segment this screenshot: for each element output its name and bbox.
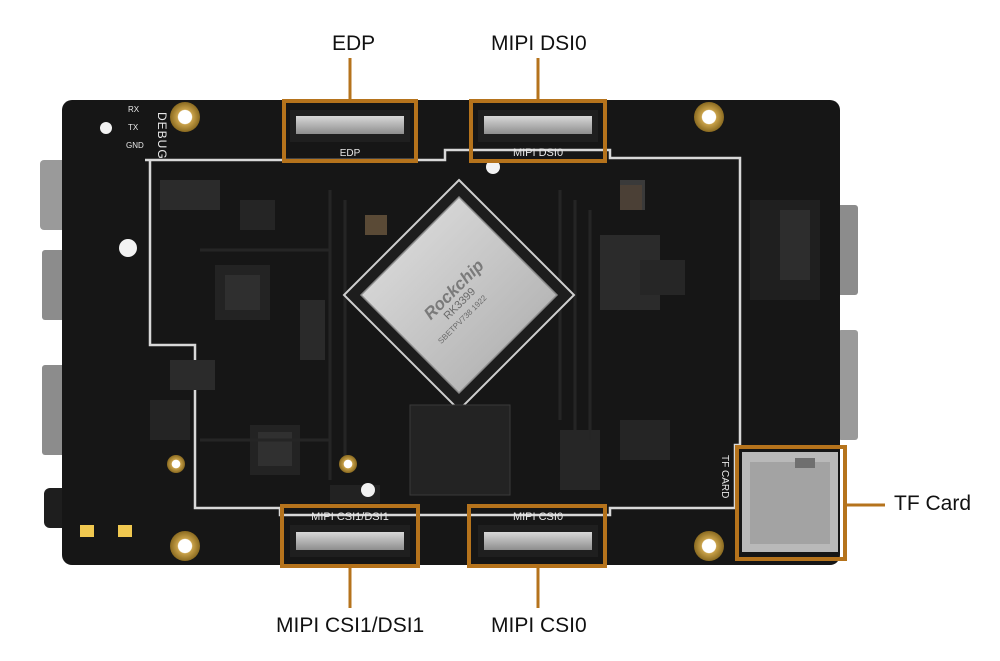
connector-mipi-dsi0: MIPI DSI0 bbox=[478, 110, 598, 159]
tf-card-slot: TF CARD bbox=[719, 452, 838, 552]
highlight-tf-card bbox=[735, 445, 847, 561]
mounting-hole-top-right bbox=[694, 102, 724, 132]
led-right bbox=[118, 525, 132, 537]
silk-edp: EDP bbox=[340, 148, 361, 159]
leader-lines bbox=[348, 58, 885, 608]
silk-mipi-csi0: MIPI CSI0 bbox=[513, 511, 563, 523]
soc bbox=[342, 178, 576, 412]
silk-mipi-csi1-dsi1: MIPI CSI1/DSI1 bbox=[311, 511, 389, 523]
led-left bbox=[80, 525, 94, 537]
silk-tf-card: TF CARD bbox=[719, 455, 730, 498]
callout-edp: EDP bbox=[332, 32, 376, 55]
connector-mipi-csi1-dsi1: MIPI CSI1/DSI1 bbox=[290, 511, 410, 557]
components bbox=[150, 180, 820, 503]
silk-rx: RX bbox=[128, 105, 140, 114]
connector-edp: EDP bbox=[290, 110, 410, 159]
mounting-hole-top-left bbox=[170, 102, 200, 132]
callout-mipi-dsi0: MIPI DSI0 bbox=[491, 32, 587, 55]
silk-tx: TX bbox=[128, 123, 139, 132]
silk-outline bbox=[145, 148, 742, 517]
memory-chip bbox=[409, 404, 511, 496]
mounting-hole-bottom-left bbox=[170, 531, 200, 561]
silk-gnd: GND bbox=[126, 141, 144, 150]
silk-debug: DEBUG bbox=[155, 112, 169, 160]
silk-mipi-dsi0: MIPI DSI0 bbox=[513, 147, 563, 159]
callout-mipi-csi0: MIPI CSI0 bbox=[491, 614, 587, 637]
mounting-hole-bottom-right bbox=[694, 531, 724, 561]
mounting-holes bbox=[100, 102, 724, 561]
callout-tf-card: TF Card bbox=[894, 492, 972, 515]
connector-mipi-csi0: MIPI CSI0 bbox=[478, 511, 598, 557]
callout-mipi-csi1-dsi1: MIPI CSI1/DSI1 bbox=[276, 614, 425, 637]
